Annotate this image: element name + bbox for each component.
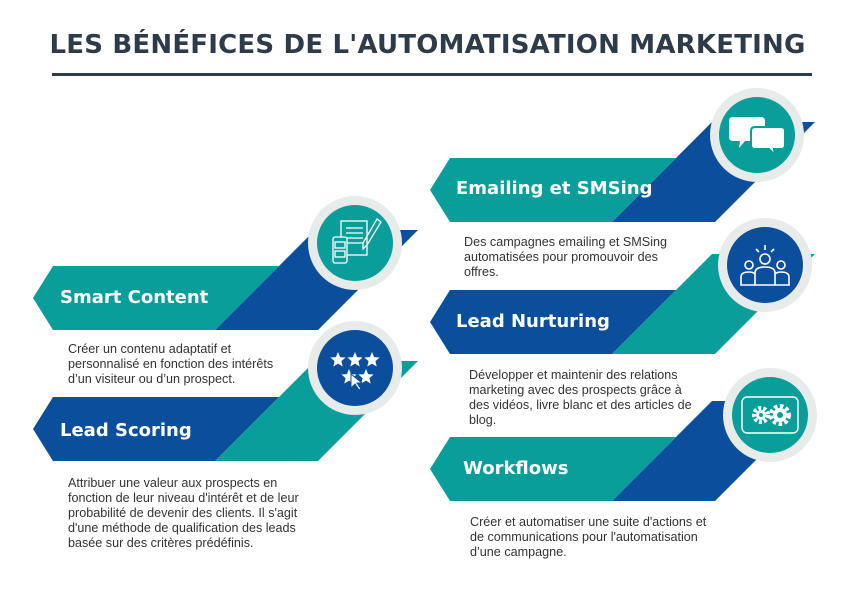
- banner-title-lead-nurturing: Lead Nurturing: [456, 311, 610, 332]
- desc-emailing: Des campagnes emailing et SMSing automat…: [464, 235, 667, 280]
- icon-circle: [727, 227, 803, 303]
- banner-title-workflows: Workflows: [463, 458, 569, 479]
- page-title: LES BÉNÉFICES DE L'AUTOMATISATION MARKET…: [49, 30, 806, 60]
- desc-line: d’une campagne.: [470, 545, 567, 559]
- team-idea-icon: [740, 245, 790, 286]
- banner-arrow: [430, 290, 676, 354]
- desc-line: probabilité de devenir des clients. Il s…: [68, 506, 298, 520]
- desc-line: des vidéos, livre blanc et des articles …: [469, 398, 692, 412]
- banner-arrow: [33, 266, 279, 330]
- banner-title-emailing: Emailing et SMSing: [456, 178, 653, 199]
- document-pen-icon: [332, 218, 382, 264]
- star-rating-icon: [330, 352, 380, 391]
- banner-title-lead-scoring: Lead Scoring: [60, 420, 192, 441]
- banner-1: [33, 321, 418, 461]
- title-underline: [52, 73, 812, 76]
- banner-2: [430, 88, 815, 222]
- banner-title-smart-content: Smart Content: [60, 287, 209, 308]
- gears-cycle-icon: [741, 396, 799, 434]
- icon-circle: [317, 330, 393, 406]
- banner-4: [430, 368, 817, 501]
- desc-line: d’un visiteur ou d’un prospect.: [68, 372, 236, 386]
- desc-line: fonction de leur niveau d'intérêt et de …: [68, 491, 299, 505]
- desc-line: blog.: [469, 413, 497, 427]
- desc-line: d'une méthode de qualification des leads: [68, 521, 296, 535]
- banner-arrow: [430, 158, 676, 222]
- banner-0: [33, 196, 418, 330]
- desc-line: de communications pour l'automatisation: [470, 530, 698, 544]
- banner-arrow: [430, 437, 676, 501]
- desc-lead-nurturing: Développer et maintenir des relations ma…: [469, 368, 692, 428]
- banner-3: [430, 218, 815, 354]
- desc-line: Créer un contenu adaptatif et: [68, 342, 232, 356]
- banner-arrow: [33, 397, 279, 461]
- desc-line: Développer et maintenir des relations: [469, 368, 678, 382]
- chat-bubbles-icon: [729, 117, 786, 158]
- desc-workflows: Créer et automatiser une suite d'actions…: [470, 515, 706, 560]
- desc-line: offres.: [464, 265, 499, 279]
- desc-line: Attribuer une valeur aux prospects en: [68, 476, 278, 490]
- desc-line: marketing avec des prospects grâce à: [469, 383, 682, 397]
- desc-line: basée sur des critères prédéfinis.: [68, 536, 254, 550]
- desc-smart-content: Créer un contenu adaptatif et personnali…: [68, 342, 273, 387]
- desc-line: personnalisé en fonction des intérêts: [68, 357, 274, 371]
- desc-line: Des campagnes emailing et SMSing: [464, 235, 668, 249]
- desc-line: automatisées pour promouvoir des: [464, 250, 658, 264]
- desc-line: Créer et automatiser une suite d'actions…: [470, 515, 707, 529]
- desc-lead-scoring: Attribuer une valeur aux prospects en fo…: [68, 476, 299, 551]
